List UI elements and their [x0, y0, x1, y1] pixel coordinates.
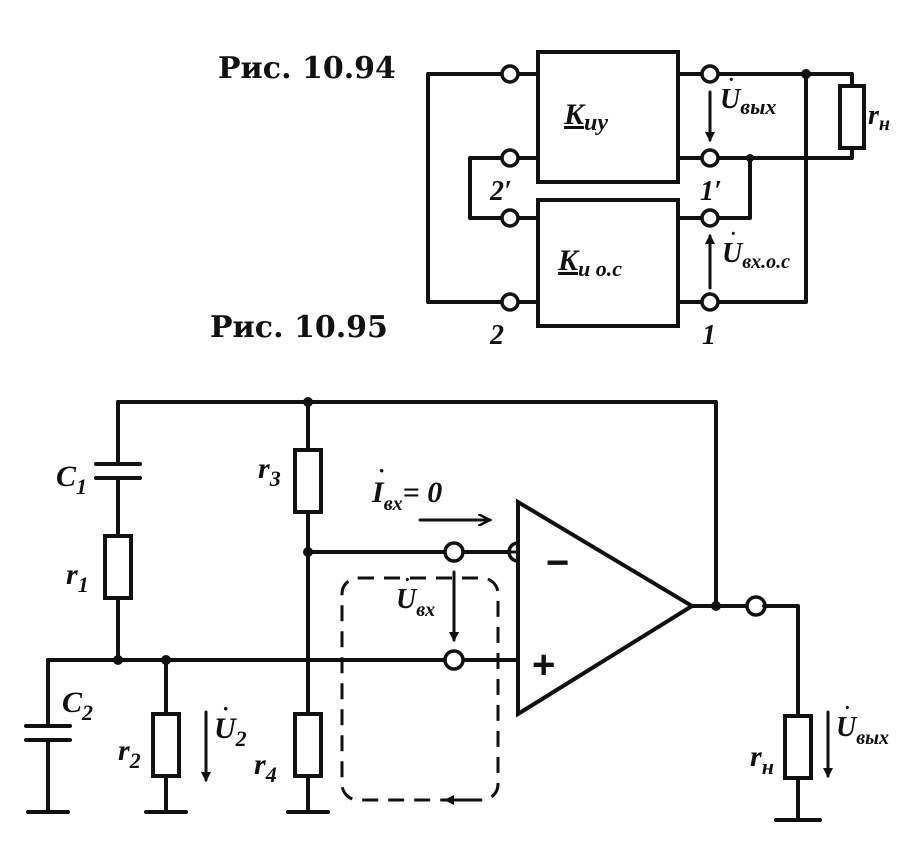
rn-label: rн — [750, 740, 774, 779]
resistor-r1 — [103, 534, 133, 600]
resistor-rn — [783, 714, 813, 780]
svg-text:·: · — [730, 223, 737, 245]
fb-block-label: Kи о.с — [557, 244, 622, 281]
node-1prime-label: 1′ — [700, 176, 722, 207]
inner-left-wire — [468, 156, 510, 220]
load-return-wire — [714, 146, 854, 160]
amp-block-label: Kиу — [563, 98, 608, 136]
resistor-r4 — [293, 712, 323, 778]
svg-text:·: · — [844, 697, 851, 719]
feedback-block — [536, 198, 680, 328]
node-2-label: 2 — [489, 320, 504, 351]
fig95-diagram: − + C1 r1 C2 r2 U2 · — [24, 397, 889, 822]
op-amp — [516, 498, 696, 718]
plus-sign: + — [532, 643, 555, 687]
node-1-label: 1 — [702, 320, 716, 351]
outer-left-wire — [426, 72, 510, 304]
node-2prime-label: 2′ — [489, 176, 512, 207]
top-rail-wire — [116, 400, 718, 608]
r1-label: r1 — [66, 558, 89, 597]
load-label-94: rн — [868, 100, 890, 135]
c1-label: C1 — [56, 460, 87, 499]
capacitor-c2 — [24, 724, 72, 742]
svg-text:·: · — [222, 696, 229, 721]
fb-in-voltage-label: Uвх.о.с — [722, 238, 790, 273]
amp-block — [536, 50, 680, 184]
u-out-label: Uвых — [836, 712, 889, 749]
svg-text:·: · — [728, 69, 735, 91]
i-in-label: Iвх= 0 — [371, 476, 442, 515]
ground-rn — [774, 776, 822, 822]
load-resistor-94 — [838, 84, 866, 150]
svg-text:·: · — [378, 458, 385, 483]
r3-label: r3 — [258, 452, 281, 491]
minus-sign: − — [546, 541, 569, 585]
ground-r2 — [144, 774, 188, 814]
fig95-caption: Рис. 10.95 — [210, 310, 388, 345]
u-in-label: Uвх — [396, 584, 435, 621]
fig94-diagram: Kиу Kи о.с Uвых · Uвх.о.с · rн 2′ 1′ 2 1 — [426, 50, 890, 351]
out-voltage-label: Uвых — [720, 84, 776, 119]
ground-c2 — [26, 738, 70, 814]
ground-r4 — [286, 774, 330, 814]
r2-label: r2 — [118, 734, 141, 773]
output-wire — [762, 604, 800, 718]
c2-label: C2 — [62, 686, 93, 725]
capacitor-c1 — [94, 462, 142, 480]
right-rail-wire — [714, 72, 808, 304]
u2-label: U2 — [214, 712, 247, 751]
r4-label: r4 — [254, 748, 277, 787]
resistor-r3 — [293, 448, 323, 514]
svg-text:·: · — [404, 569, 411, 591]
fig94-caption: Рис. 10.94 — [218, 51, 396, 86]
dashed-loop — [340, 576, 500, 802]
top-right-wire — [714, 72, 854, 88]
inner-right-wire — [714, 156, 752, 220]
resistor-r2 — [151, 712, 181, 778]
